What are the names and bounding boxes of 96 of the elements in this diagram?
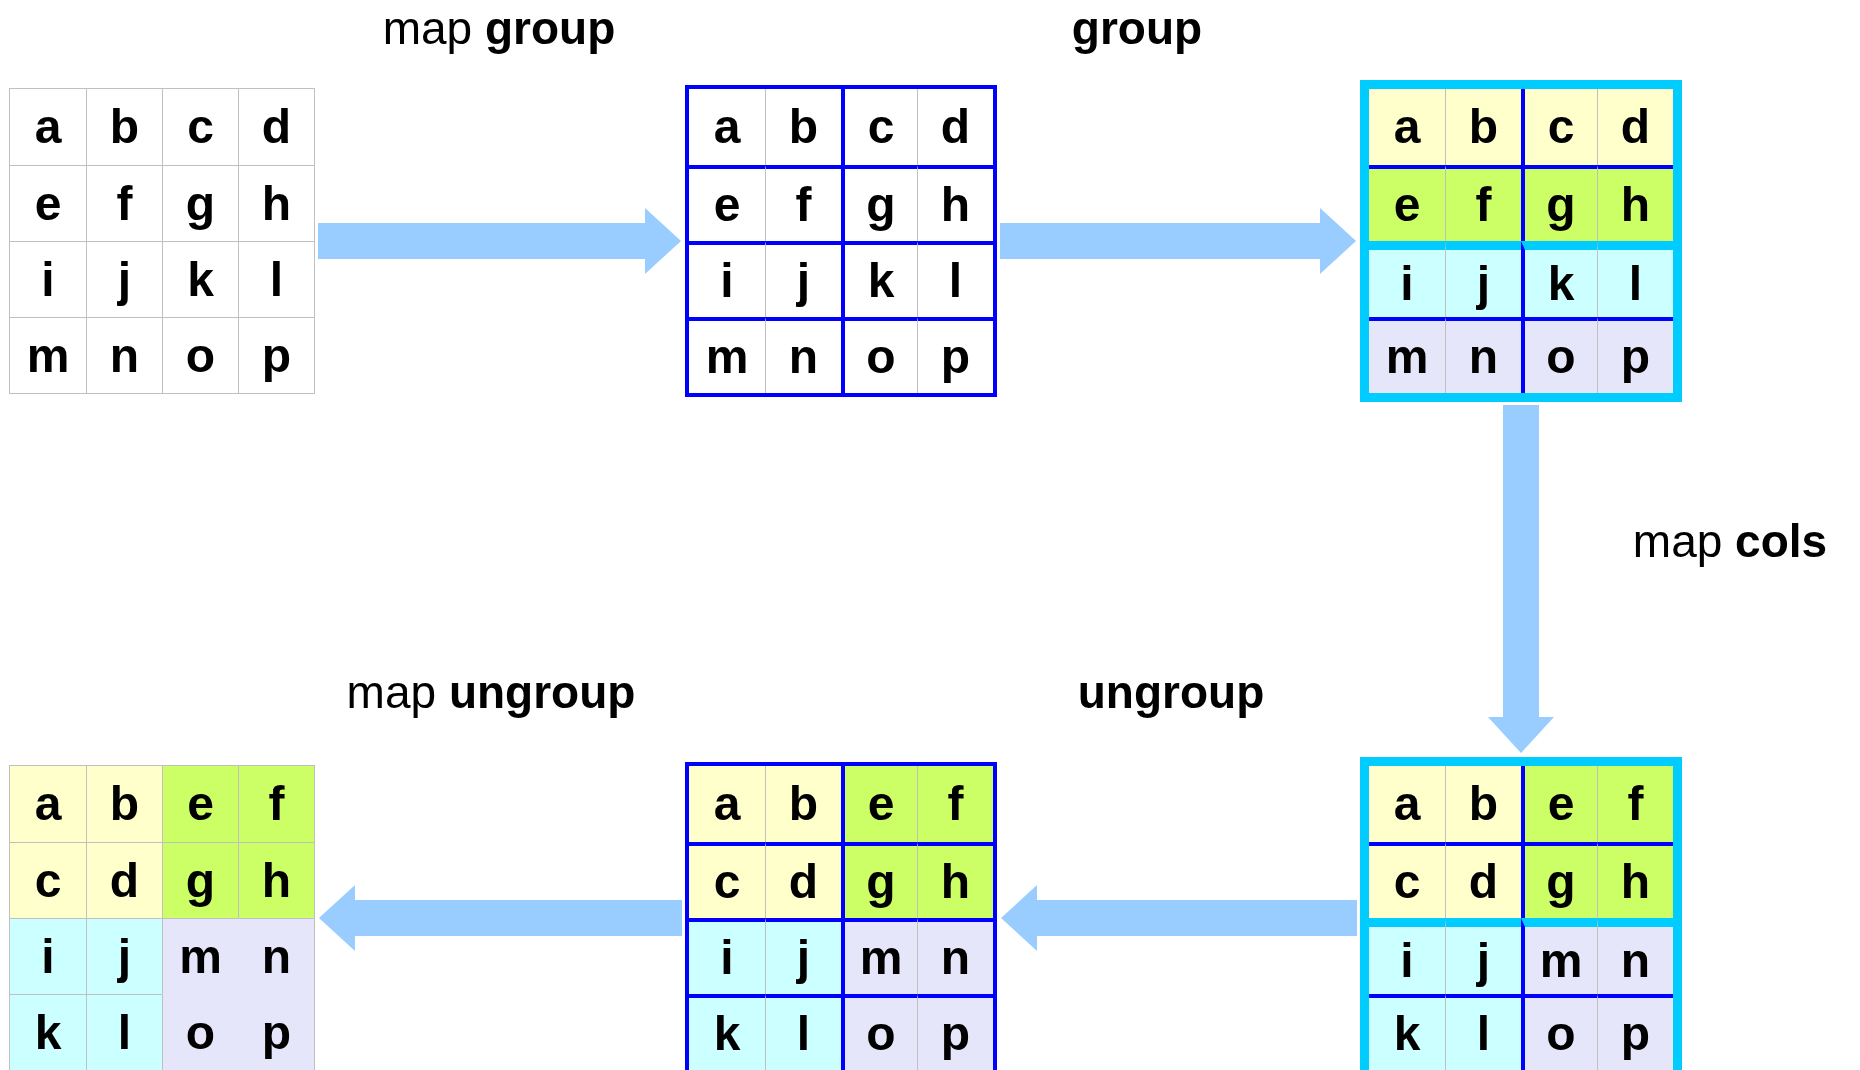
table-cell: p: [917, 994, 993, 1070]
table-cell: j: [1445, 918, 1521, 994]
table-cell: k: [162, 241, 238, 317]
table-cell: c: [162, 89, 238, 165]
table-cell: k: [1521, 241, 1597, 317]
table-cell: k: [1369, 994, 1445, 1070]
edge-label: map group: [382, 1, 616, 55]
table-cell: a: [1369, 766, 1445, 842]
table-cell: b: [765, 89, 841, 165]
table-cell: n: [765, 317, 841, 393]
letter-grid: [685, 762, 997, 1070]
table-cell: f: [238, 766, 314, 842]
table-cell: l: [1445, 994, 1521, 1070]
table-cell: n: [86, 317, 162, 393]
table-cell: g: [162, 842, 238, 918]
table-cell: e: [162, 766, 238, 842]
table-cell: d: [238, 89, 314, 165]
arrow: [1000, 208, 1356, 274]
table-cell: o: [162, 317, 238, 393]
table-cell: c: [1369, 842, 1445, 918]
table-cell: n: [917, 918, 993, 994]
table-cell: f: [1445, 165, 1521, 241]
letter-grid: [9, 765, 315, 1070]
table-cell: a: [689, 89, 765, 165]
table-cell: o: [1521, 994, 1597, 1070]
table-cell: a: [10, 766, 86, 842]
letter-grid: [685, 85, 997, 397]
arrow: [1488, 405, 1554, 753]
table-cell: h: [238, 842, 314, 918]
table-cell: k: [10, 994, 86, 1070]
arrow: [318, 208, 681, 274]
table-cell: p: [238, 317, 314, 393]
table-cell: n: [1445, 317, 1521, 393]
table-cell: m: [1369, 317, 1445, 393]
table-cell: a: [10, 89, 86, 165]
table-cell: n: [1597, 918, 1673, 994]
table-cell: h: [1597, 842, 1673, 918]
table-cell: o: [162, 994, 238, 1070]
table-cell: h: [917, 165, 993, 241]
table-cell: d: [765, 842, 841, 918]
table-cell: f: [1597, 766, 1673, 842]
edge-label: ungroup: [1077, 665, 1265, 719]
table-cell: j: [765, 241, 841, 317]
table-cell: d: [1445, 842, 1521, 918]
table-cell: b: [765, 766, 841, 842]
table-cell: l: [86, 994, 162, 1070]
table-cell: f: [765, 165, 841, 241]
table-cell: p: [238, 994, 314, 1070]
table-cell: d: [1597, 89, 1673, 165]
table-cell: e: [10, 165, 86, 241]
table-cell: b: [86, 89, 162, 165]
table-cell: f: [86, 165, 162, 241]
letter-grid: [1360, 80, 1682, 402]
table-cell: b: [1445, 766, 1521, 842]
letter-grid: [1360, 757, 1682, 1070]
table-cell: l: [1597, 241, 1673, 317]
table-cell: g: [1521, 842, 1597, 918]
table-cell: p: [1597, 994, 1673, 1070]
table-cell: p: [917, 317, 993, 393]
table-cell: l: [765, 994, 841, 1070]
table-cell: b: [86, 766, 162, 842]
table-cell: j: [765, 918, 841, 994]
table-cell: j: [1445, 241, 1521, 317]
edge-label: map cols: [1632, 514, 1828, 568]
table-cell: f: [917, 766, 993, 842]
table-cell: h: [917, 842, 993, 918]
letter-grid: [9, 88, 315, 394]
table-cell: a: [689, 766, 765, 842]
table-cell: p: [1597, 317, 1673, 393]
arrow: [319, 885, 682, 951]
table-cell: j: [86, 918, 162, 994]
table-cell: d: [917, 89, 993, 165]
table-cell: j: [86, 241, 162, 317]
table-cell: h: [1597, 165, 1673, 241]
table-cell: h: [238, 165, 314, 241]
table-cell: c: [10, 842, 86, 918]
table-cell: m: [162, 918, 238, 994]
table-cell: g: [162, 165, 238, 241]
edge-label: group: [1071, 1, 1203, 55]
table-cell: i: [10, 241, 86, 317]
table-cell: c: [1521, 89, 1597, 165]
table-cell: l: [238, 241, 314, 317]
table-cell: i: [10, 918, 86, 994]
table-cell: g: [1521, 165, 1597, 241]
table-cell: b: [1445, 89, 1521, 165]
table-cell: m: [10, 317, 86, 393]
table-cell: m: [1521, 918, 1597, 994]
table-cell: d: [86, 842, 162, 918]
table-cell: n: [238, 918, 314, 994]
edge-label: map ungroup: [346, 665, 636, 719]
table-cell: e: [1369, 165, 1445, 241]
table-cell: a: [1369, 89, 1445, 165]
table-cell: o: [1521, 317, 1597, 393]
arrow: [1001, 885, 1357, 951]
table-cell: e: [1521, 766, 1597, 842]
table-cell: l: [917, 241, 993, 317]
